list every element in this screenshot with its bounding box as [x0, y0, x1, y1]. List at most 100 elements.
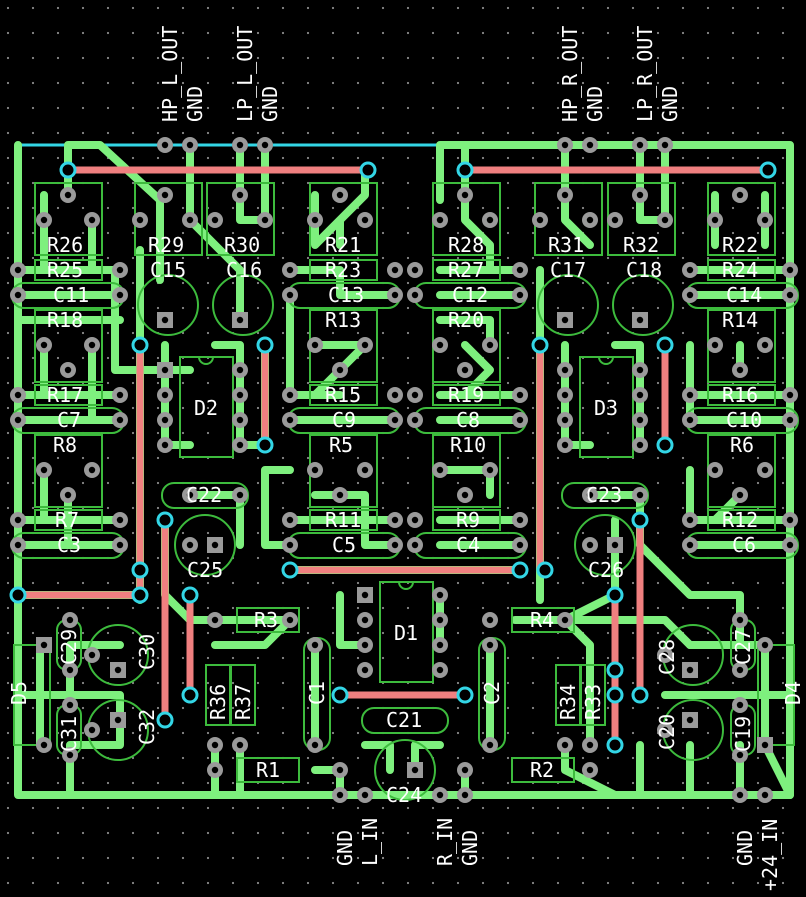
label-R3: R3 [254, 608, 278, 632]
label-C4: C4 [456, 533, 480, 557]
label-D3: D3 [594, 396, 618, 420]
label-R29: R29 [148, 233, 184, 257]
label-C13: C13 [328, 283, 364, 307]
label-C15: C15 [150, 258, 186, 282]
conn-label-top: GND [658, 86, 682, 122]
label-R18: R18 [47, 308, 83, 332]
R16-outline [707, 384, 776, 406]
C17-outline [537, 274, 599, 336]
R24-outline [707, 259, 776, 281]
C23-outline [561, 482, 649, 509]
conn-label-bottom: L_IN [358, 818, 382, 866]
conn-label-top: HP_R_OUT [558, 26, 582, 122]
conn-label-top: GND [258, 86, 282, 122]
label-C31: C31 [57, 716, 81, 752]
R9-outline [432, 509, 501, 531]
R3-outline [236, 607, 300, 633]
label-R15: R15 [325, 383, 361, 407]
C21-outline [361, 707, 449, 734]
reference-designators: R26 R29 R30 R21 R28 R31 R32 R22 R25 C15 … [7, 233, 805, 807]
R2-outline [511, 757, 575, 783]
R7-outline [34, 509, 103, 531]
R8-outline [34, 434, 103, 508]
C16-outline [212, 274, 274, 336]
label-C26: C26 [588, 558, 624, 582]
label-C32: C32 [135, 709, 159, 745]
label-R32: R32 [623, 233, 659, 257]
label-R23: R23 [325, 258, 361, 282]
label-C18: C18 [626, 258, 662, 282]
label-R10: R10 [450, 433, 486, 457]
R15-outline [309, 384, 378, 406]
label-C28: C28 [655, 639, 679, 675]
R19-outline [432, 384, 501, 406]
label-R27: R27 [448, 258, 484, 282]
D2-outline [179, 356, 234, 458]
label-R17: R17 [47, 383, 83, 407]
label-D4: D4 [781, 681, 805, 705]
R12-outline [707, 509, 776, 531]
R17-outline [34, 384, 103, 406]
label-R7: R7 [55, 508, 79, 532]
label-R19: R19 [448, 383, 484, 407]
C15-outline [137, 274, 199, 336]
label-C10: C10 [726, 408, 762, 432]
conn-label-bottom: GND [333, 830, 357, 866]
grid-dots [6, 6, 785, 885]
label-C8: C8 [456, 408, 480, 432]
label-R9: R9 [456, 508, 480, 532]
label-C3: C3 [57, 533, 81, 557]
label-C1: C1 [305, 681, 329, 705]
C26-outline [574, 514, 636, 576]
label-C25: C25 [187, 558, 223, 582]
label-D5: D5 [7, 681, 31, 705]
conn-label-bottom: +24_IN [758, 819, 782, 891]
label-C16: C16 [226, 258, 262, 282]
label-C21: C21 [386, 708, 422, 732]
D4-outline [757, 644, 795, 746]
R37-outline [230, 664, 256, 726]
label-C6: C6 [732, 533, 756, 557]
label-C27: C27 [731, 629, 755, 665]
label-R4: R4 [530, 608, 554, 632]
board-edge-outline [16, 143, 790, 799]
component-pads [10, 137, 798, 803]
R1-outline [236, 757, 300, 783]
R11-outline [309, 509, 378, 531]
label-R25: R25 [47, 258, 83, 282]
label-C12: C12 [452, 283, 488, 307]
label-R8: R8 [53, 433, 77, 457]
C25-outline [174, 514, 236, 576]
conn-label-top: LP_R_OUT [633, 26, 657, 122]
R27-outline [432, 259, 501, 281]
vias [9, 161, 777, 754]
conn-label-top: LP_L_OUT [233, 26, 257, 122]
label-R6: R6 [730, 433, 754, 457]
label-R5: R5 [329, 433, 353, 457]
D5-outline [13, 644, 51, 746]
label-C2: C2 [480, 681, 504, 705]
label-R13: R13 [325, 308, 361, 332]
label-C9: C9 [332, 408, 356, 432]
conn-label-bottom: GND [458, 830, 482, 866]
label-C19: C19 [731, 716, 755, 752]
R18-outline [34, 309, 103, 383]
conn-label-top: GND [183, 86, 207, 122]
label-R28: R28 [448, 233, 484, 257]
label-R31: R31 [548, 233, 584, 257]
label-R33: R33 [581, 684, 605, 720]
conn-label-top: HP_L_OUT [158, 26, 182, 122]
label-C14: C14 [726, 283, 762, 307]
C22-outline [161, 482, 249, 509]
label-C23: C23 [586, 483, 622, 507]
label-C11: C11 [53, 283, 89, 307]
label-C30: C30 [135, 634, 159, 670]
label-R21: R21 [325, 233, 361, 257]
D3-outline [579, 356, 634, 458]
label-R37: R37 [231, 684, 255, 720]
label-C29: C29 [57, 629, 81, 665]
label-R36: R36 [206, 684, 230, 720]
R23-outline [309, 259, 378, 281]
conn-label-bottom: GND [733, 830, 757, 866]
